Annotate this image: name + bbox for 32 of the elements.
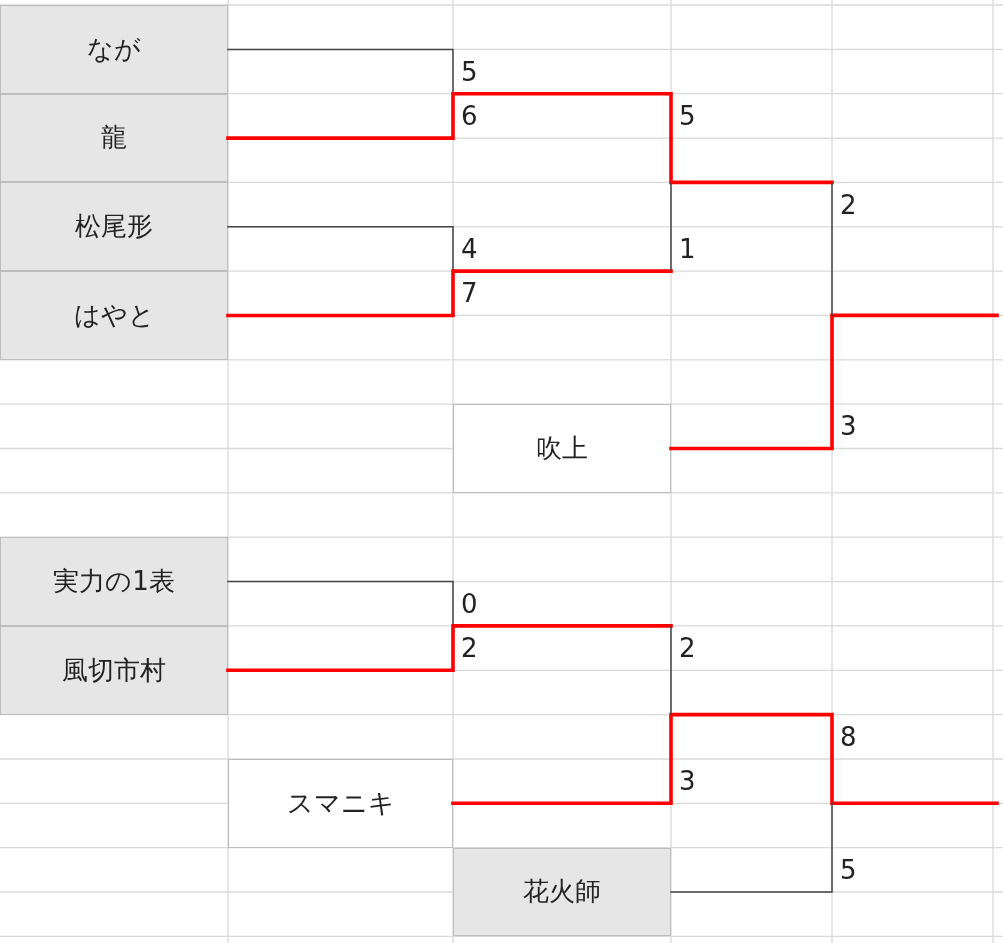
bracket-line xyxy=(226,624,673,673)
score: 0 xyxy=(461,588,478,619)
score: 6 xyxy=(461,100,478,131)
team-name-cell: 花火師 xyxy=(453,847,671,937)
score: 2 xyxy=(461,633,478,664)
score: 1 xyxy=(679,233,696,264)
team-name-cell: 風切市村 xyxy=(0,625,228,715)
bracket-line xyxy=(226,91,834,185)
team-name-cell: スマニキ xyxy=(228,758,453,848)
bracket-line xyxy=(227,226,454,272)
score: 3 xyxy=(679,766,696,797)
score: 7 xyxy=(461,278,478,309)
team-name-cell: 実力の1表 xyxy=(0,537,228,626)
bracket-line xyxy=(227,580,454,627)
score: 3 xyxy=(840,411,857,442)
score: 4 xyxy=(461,233,478,264)
score: 8 xyxy=(840,721,857,752)
score: 2 xyxy=(840,189,857,220)
team-name-cell: 松尾形 xyxy=(0,182,228,272)
team-name-cell: 龍 xyxy=(0,93,228,183)
team-name-cell: 吹上 xyxy=(453,404,671,493)
bracket-line xyxy=(227,48,454,95)
bracket-line xyxy=(226,269,673,318)
bracket-line xyxy=(451,712,999,806)
bracket-line xyxy=(670,802,833,893)
bracket-line xyxy=(669,313,999,451)
score: 5 xyxy=(840,854,857,885)
team-name-cell: なが xyxy=(0,5,228,94)
score: 2 xyxy=(679,633,696,664)
score: 5 xyxy=(679,100,696,131)
score: 5 xyxy=(461,56,478,87)
team-name-cell: はやと xyxy=(0,271,228,360)
